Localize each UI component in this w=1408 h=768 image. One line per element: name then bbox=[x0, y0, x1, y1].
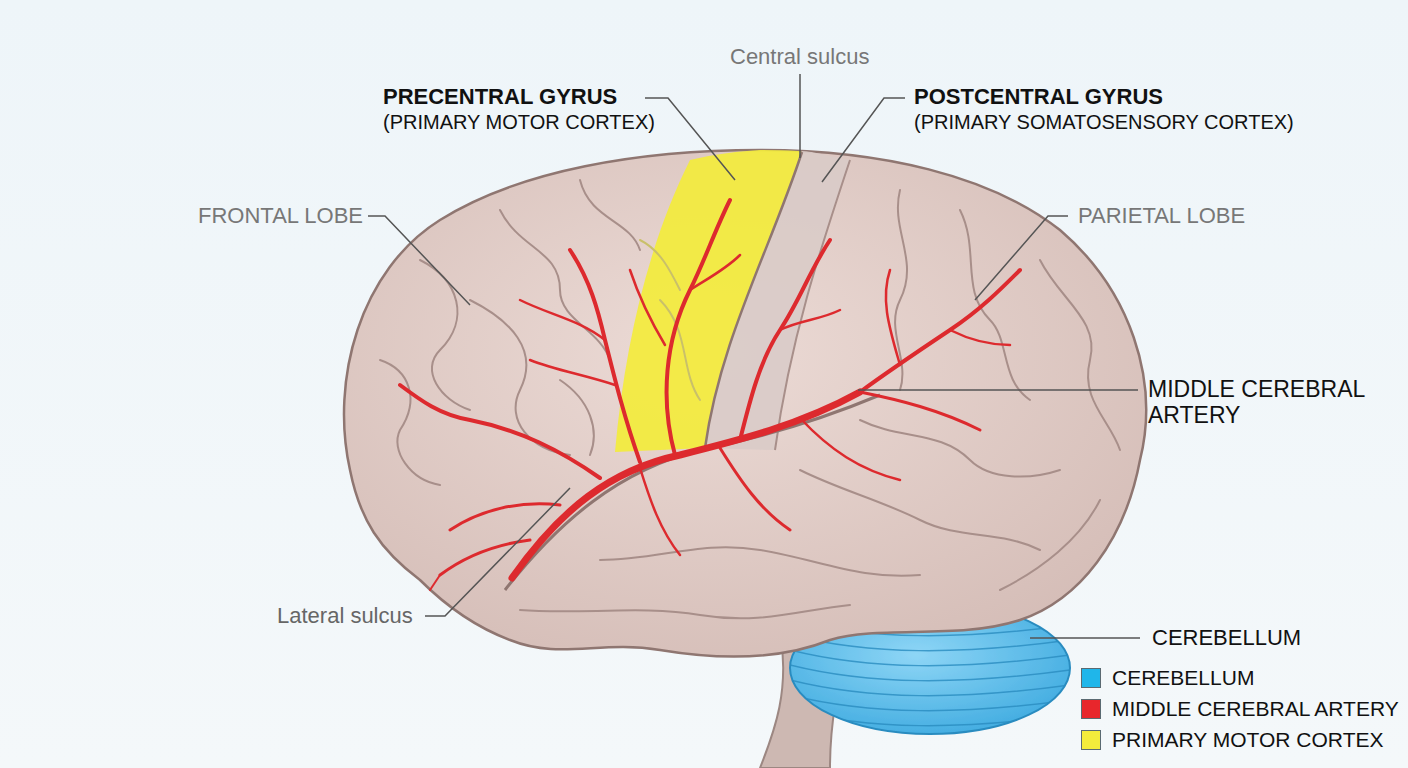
legend-swatch bbox=[1081, 730, 1101, 750]
lobe-label: FRONTAL LOBE bbox=[198, 203, 363, 228]
gyrus-function-label: (PRIMARY SOMATOSENSORY CORTEX) bbox=[914, 111, 1294, 134]
gyrus-label: POSTCENTRAL GYRUS bbox=[914, 84, 1163, 109]
gyrus-label: PRECENTRAL GYRUS bbox=[383, 84, 617, 109]
legend-swatch bbox=[1081, 699, 1101, 719]
legend-text: MIDDLE CEREBRAL ARTERY bbox=[1112, 697, 1399, 721]
lobe-label: PARIETAL LOBE bbox=[1078, 203, 1245, 228]
legend-text: PRIMARY MOTOR CORTEX bbox=[1112, 728, 1384, 752]
cerebellum-label: CEREBELLUM bbox=[1152, 625, 1301, 650]
legend-swatch bbox=[1081, 668, 1101, 688]
gyrus-function-label: (PRIMARY MOTOR CORTEX) bbox=[383, 111, 655, 134]
artery-label: MIDDLE CEREBRAL ARTERY bbox=[1148, 376, 1383, 429]
sulcus-label: Central sulcus bbox=[730, 44, 869, 69]
legend-text: CEREBELLUM bbox=[1112, 666, 1254, 690]
sulcus-label: Lateral sulcus bbox=[277, 603, 413, 628]
